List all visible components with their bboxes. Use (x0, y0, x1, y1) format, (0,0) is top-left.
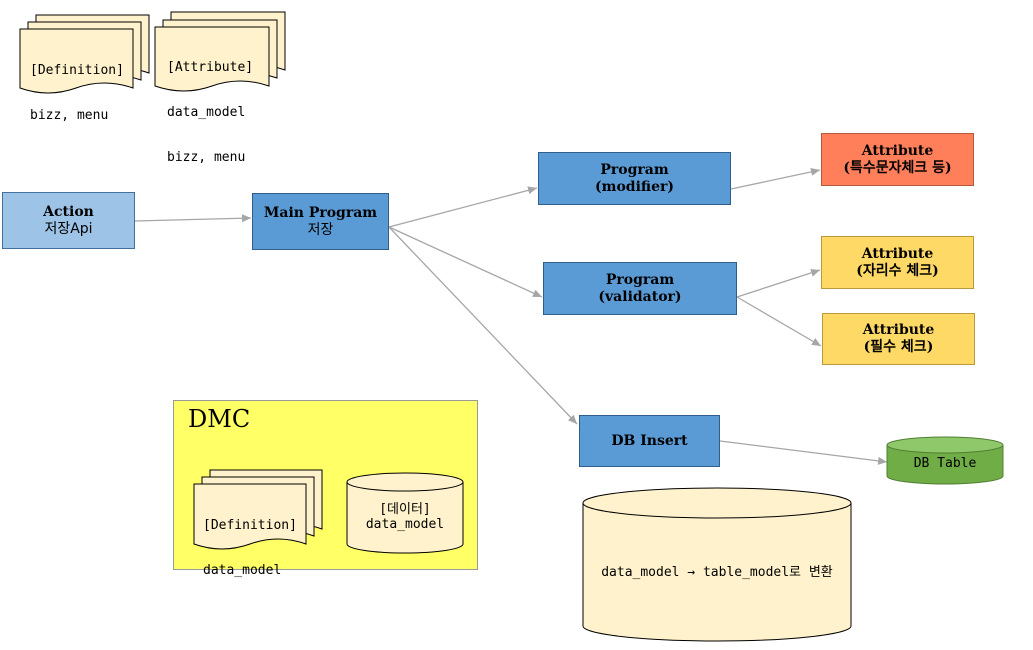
dmc-group: DMC [Definition] data_model [데이터] data_m… (173, 400, 478, 578)
arrow-dbinsert-to-dbtable (719, 440, 888, 465)
db-insert-title: DB Insert (611, 432, 688, 449)
program-modifier-title: Program (600, 161, 669, 178)
program-validator-node: Program (validator) (543, 262, 737, 315)
main-program-subtitle: 저장 (307, 221, 334, 238)
attribute-required-node: Attribute (필수 체크) (822, 313, 975, 365)
dmc-data-line1: [데이터] (379, 502, 431, 517)
db-table-cylinder (886, 436, 1004, 485)
attribute-required-title: Attribute (862, 322, 935, 339)
attribute-special-subtitle: (특수문자체크 등) (843, 159, 952, 176)
attribute-doc-line1: [Attribute] (167, 59, 254, 75)
definition-multidoc-top (19, 14, 150, 94)
attribute-doc-line3: bizz, menu (167, 149, 246, 165)
dmc-data-line2: data_model (365, 516, 445, 532)
definition-doc-text: [Definition] bizz, menu (30, 34, 124, 139)
attribute-doc-line2: data_model (167, 104, 246, 120)
convert-label: data_model → table_model로 변환 (601, 565, 833, 580)
attribute-digits-title: Attribute (861, 245, 934, 262)
program-modifier-subtitle: (modifier) (595, 178, 674, 195)
program-validator-subtitle: (validator) (598, 288, 682, 305)
definition-doc-line1: [Definition] (30, 62, 124, 78)
action-subtitle: 저장Api (44, 220, 93, 237)
arrow-validator-to-attr-required (736, 296, 822, 347)
convert-cylinder (582, 487, 852, 642)
attribute-multidoc-top (154, 11, 286, 92)
dmc-definition-line2: data_model (203, 562, 282, 578)
definition-doc-line2: bizz, menu (30, 107, 109, 123)
arrow-main-to-modifier (388, 186, 538, 228)
arrow-action-to-main (134, 214, 252, 223)
dmc-definition-multidoc (193, 469, 464, 554)
arrow-main-to-validator (388, 226, 543, 298)
attribute-special-node: Attribute (특수문자체크 등) (821, 133, 974, 186)
action-node: Action 저장Api (2, 192, 135, 249)
dmc-title: DMC (188, 405, 251, 433)
action-title: Action (43, 203, 94, 220)
main-program-node: Main Program 저장 (252, 193, 389, 250)
dmc-definition-text: [Definition] data_model (203, 489, 297, 609)
main-program-title: Main Program (263, 204, 378, 221)
attribute-doc-text: [Attribute] data_model bizz, menu (167, 31, 253, 180)
db-table-label: DB Table (913, 456, 977, 471)
arrow-main-to-dbinsert (388, 226, 578, 425)
attribute-required-subtitle: (필수 체크) (863, 339, 934, 355)
attribute-special-title: Attribute (861, 142, 934, 159)
attribute-digits-subtitle: (자리수 체크) (856, 262, 939, 279)
program-modifier-node: Program (modifier) (538, 152, 731, 205)
dmc-definition-line1: [Definition] (203, 517, 297, 533)
arrow-modifier-to-attr-special (730, 167, 821, 190)
db-insert-node: DB Insert (579, 415, 720, 467)
arrow-validator-to-attr-digits (736, 268, 821, 298)
program-validator-title: Program (605, 271, 675, 288)
dmc-data-cylinder-text: [데이터] data_model (347, 502, 463, 533)
attribute-digits-node: Attribute (자리수 체크) (821, 236, 974, 289)
